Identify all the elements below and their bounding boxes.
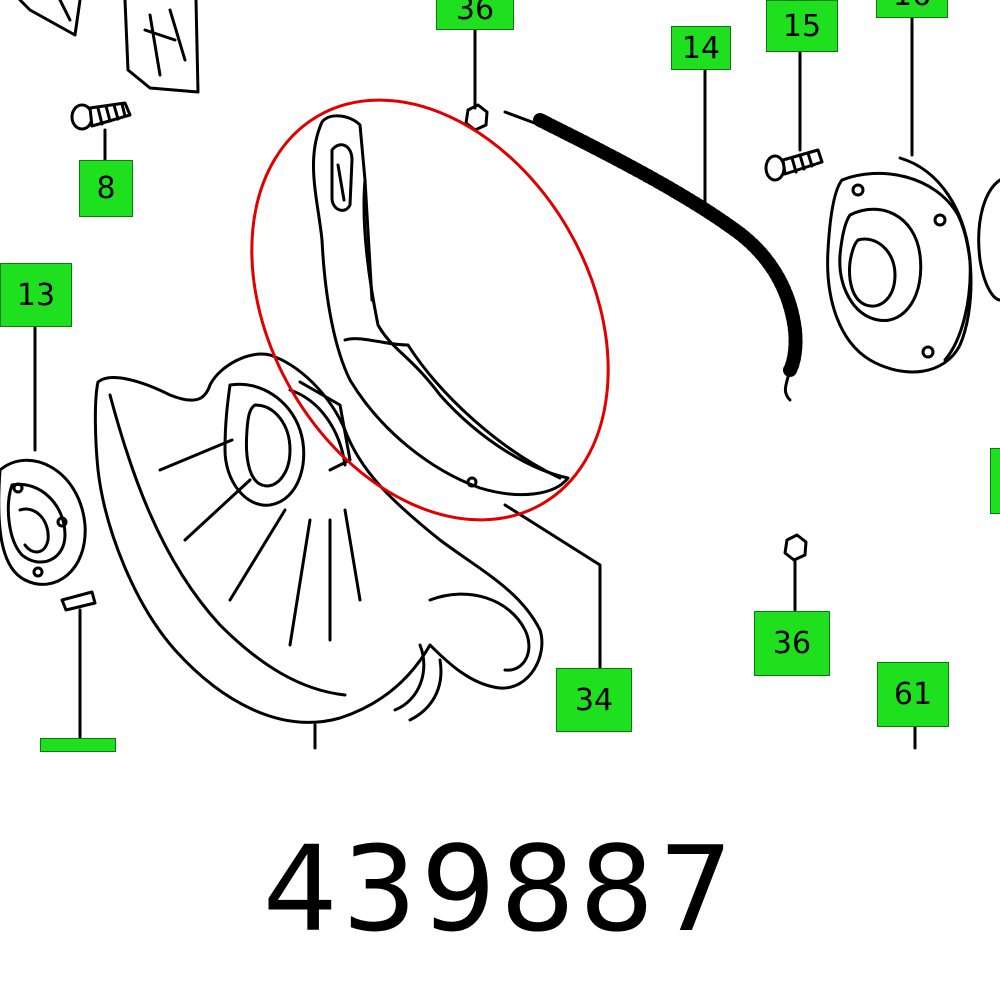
callout-partial-right xyxy=(990,448,1000,514)
part-number: 439887 xyxy=(262,820,738,958)
washer-13 xyxy=(0,458,87,586)
spring-14 xyxy=(503,110,803,402)
callout-15: 15 xyxy=(766,0,838,52)
leader-lines xyxy=(33,13,917,750)
callout-partial-bottom-left xyxy=(40,738,116,752)
screw-15 xyxy=(764,148,824,182)
nut-36-bottom xyxy=(783,533,808,562)
nut-36-top xyxy=(464,103,489,132)
callout-36-top: 36 xyxy=(436,0,514,30)
callout-13: 13 xyxy=(0,263,72,327)
callout-16: 16 xyxy=(876,0,948,18)
highlight-ellipse xyxy=(250,98,610,522)
callout-14: 14 xyxy=(671,26,731,70)
callout-61: 61 xyxy=(877,662,949,727)
callout-34: 34 xyxy=(556,668,632,732)
flange-16 xyxy=(826,156,973,374)
partial-part-top-left xyxy=(18,0,200,94)
partial-part-right xyxy=(977,178,1000,302)
pin-lower-left xyxy=(60,590,97,612)
lever-34 xyxy=(312,114,570,497)
blade-guard-housing xyxy=(93,352,544,750)
callout-36-bottom: 36 xyxy=(754,611,830,676)
callout-8: 8 xyxy=(79,160,133,217)
screw-8 xyxy=(70,101,132,131)
